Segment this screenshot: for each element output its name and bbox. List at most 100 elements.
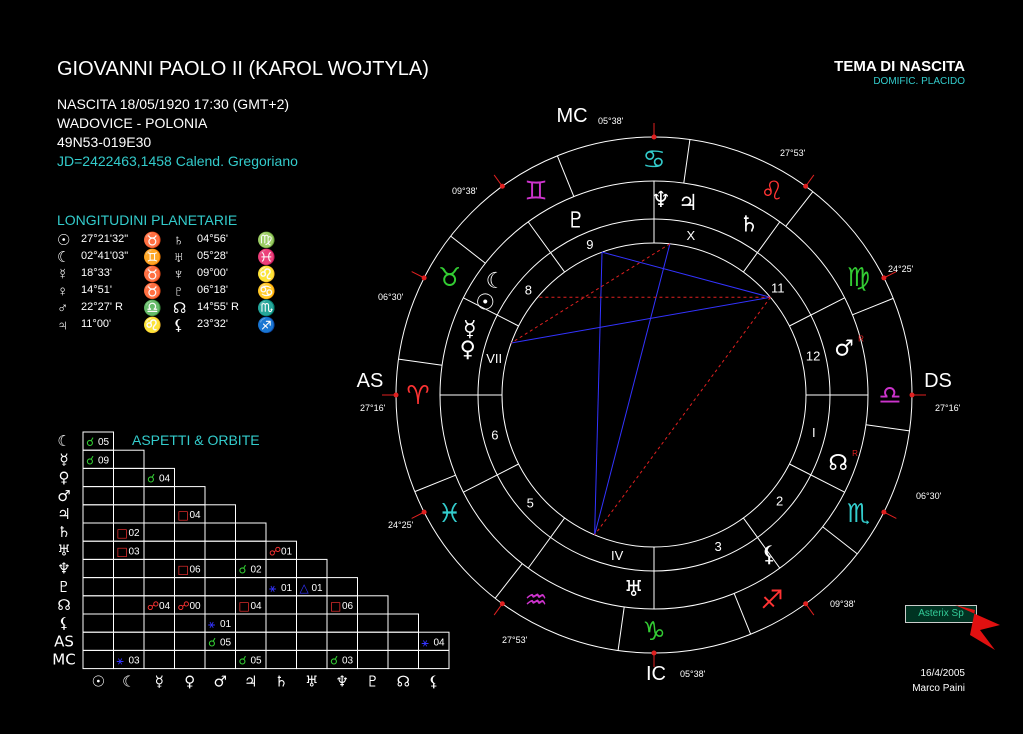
house-cusp-line <box>789 297 845 327</box>
longitudes-title: LONGITUDINI PLANETARIE <box>57 212 238 228</box>
longitude-value: 22°27' R <box>81 301 123 313</box>
aspect-cell <box>82 595 114 615</box>
aspect-col-label: ☿ <box>155 673 164 691</box>
angle-label: MC <box>556 105 587 127</box>
zodiac-sign-icon: ♓ <box>438 499 461 529</box>
sign-divider <box>733 593 752 635</box>
aspect-cell <box>296 558 328 579</box>
cusp-marker <box>499 183 505 189</box>
house-cusp-line <box>527 517 566 569</box>
aspect-orb: 00 <box>190 601 202 612</box>
lilith-icon: ⚸ <box>761 543 777 568</box>
mercury-icon: ☿ <box>463 317 477 342</box>
sign-divider <box>852 297 894 316</box>
aspect-row-label: ☊ <box>57 596 70 614</box>
aspect-cell <box>204 558 236 579</box>
cusp-degree: 24°25' <box>388 520 414 530</box>
sign-glyph-icon: ♌ <box>257 266 276 283</box>
aspect-row-label: ♄ <box>57 523 70 541</box>
aspect-symbol-icon: ⚹ <box>208 617 215 631</box>
planet-glyph-icon: ☊ <box>173 300 187 317</box>
aspect-cell <box>143 504 175 524</box>
aspect-cell <box>113 595 145 615</box>
aspect-orb: 04 <box>159 601 171 612</box>
aspect-cell <box>82 631 114 651</box>
cusp-marker <box>803 183 809 189</box>
aspect-cell <box>82 540 114 560</box>
aspect-cell <box>113 467 145 488</box>
aspect-row-label: ♂ <box>57 487 70 505</box>
aspect-line <box>511 296 771 344</box>
aspect-cell <box>174 649 206 670</box>
cusp-marker <box>881 275 887 281</box>
sign-divider <box>617 606 625 651</box>
longitude-value: 06°18' <box>197 284 228 296</box>
brand-badge: Asterix Sp <box>905 605 977 623</box>
zodiac-sign-icon: ♑ <box>642 617 665 647</box>
aspect-cell <box>204 577 236 597</box>
aspect-row-label: ☾ <box>57 432 70 450</box>
aspect-orb: 02 <box>251 565 263 576</box>
sign-glyph-icon: ♉ <box>143 266 162 283</box>
sign-glyph-icon: ♏ <box>257 300 276 317</box>
birth-coords: 49N53-019E30 <box>57 134 152 150</box>
cusp-degree: 27°16' <box>360 403 386 413</box>
wheel-ring <box>477 218 831 572</box>
aspect-row-label: AS <box>54 632 74 650</box>
aspect-line <box>594 243 671 536</box>
aspect-line <box>601 251 771 298</box>
zodiac-sign-icon: ♊ <box>524 177 547 207</box>
aspect-symbol-icon: ⚹ <box>117 654 124 668</box>
aspect-symbol-icon: ☍ <box>147 599 159 613</box>
aspect-col-label: ♅ <box>305 673 318 691</box>
longitude-value: 05°28' <box>197 250 228 262</box>
aspect-col-label: ♄ <box>275 673 288 691</box>
aspects-title: ASPETTI & ORBITE <box>132 432 260 448</box>
sign-glyph-icon: ♓ <box>257 249 276 266</box>
house-cusp-line <box>463 463 519 493</box>
sign-divider <box>414 474 456 493</box>
aspect-orb: 05 <box>220 637 232 648</box>
aspect-col-label: ♆ <box>336 673 349 691</box>
zodiac-sign-icon: ♏ <box>847 499 870 529</box>
sign-divider <box>785 191 814 227</box>
aspect-orb: 01 <box>312 583 324 594</box>
aspect-orb: 03 <box>342 656 354 667</box>
house-number: I <box>812 425 816 440</box>
cusp-degree: 06°30' <box>378 292 404 302</box>
aspect-col-label: ♂ <box>214 673 227 691</box>
aspect-cell <box>143 649 175 670</box>
aspect-symbol-icon: □ <box>117 544 128 558</box>
planet-glyph-icon: ☾ <box>57 249 71 266</box>
aspect-row-label: ♅ <box>57 541 70 559</box>
author: Marco Paini <box>912 683 965 694</box>
house-cusp-line <box>742 221 781 273</box>
saturn-icon: ♄ <box>739 213 759 238</box>
planet-glyph-icon: ♃ <box>57 317 69 334</box>
aspect-col-label: ☊ <box>397 673 410 691</box>
aspect-cell <box>143 540 175 560</box>
zodiac-sign-icon: ♈ <box>406 381 429 411</box>
uranus-icon: ♅ <box>624 577 644 602</box>
aspect-cell <box>418 649 450 670</box>
moon-icon: ☾ <box>486 269 506 294</box>
aspect-cell <box>174 577 206 597</box>
angle-label: DS <box>924 370 952 392</box>
aspect-cell <box>204 649 236 670</box>
cusp-marker <box>499 601 505 607</box>
aspect-symbol-icon: □ <box>330 599 341 613</box>
aspect-orb: 09 <box>98 455 110 466</box>
aspect-row-label: ♃ <box>57 505 70 523</box>
aspect-row-label: ☿ <box>59 450 68 468</box>
aspect-cell <box>174 613 206 633</box>
sign-glyph-icon: ♎ <box>143 300 162 317</box>
cusp-degree: 06°30' <box>916 491 942 501</box>
cusp-marker <box>651 134 657 140</box>
aspect-symbol-icon: ☌ <box>239 654 247 668</box>
zodiac-sign-icon: ♋ <box>642 145 665 175</box>
cusp-degree: 24°25' <box>888 264 914 274</box>
aspect-symbol-icon: ☍ <box>269 544 281 558</box>
aspect-cell <box>113 558 145 579</box>
aspect-cell <box>174 631 206 651</box>
